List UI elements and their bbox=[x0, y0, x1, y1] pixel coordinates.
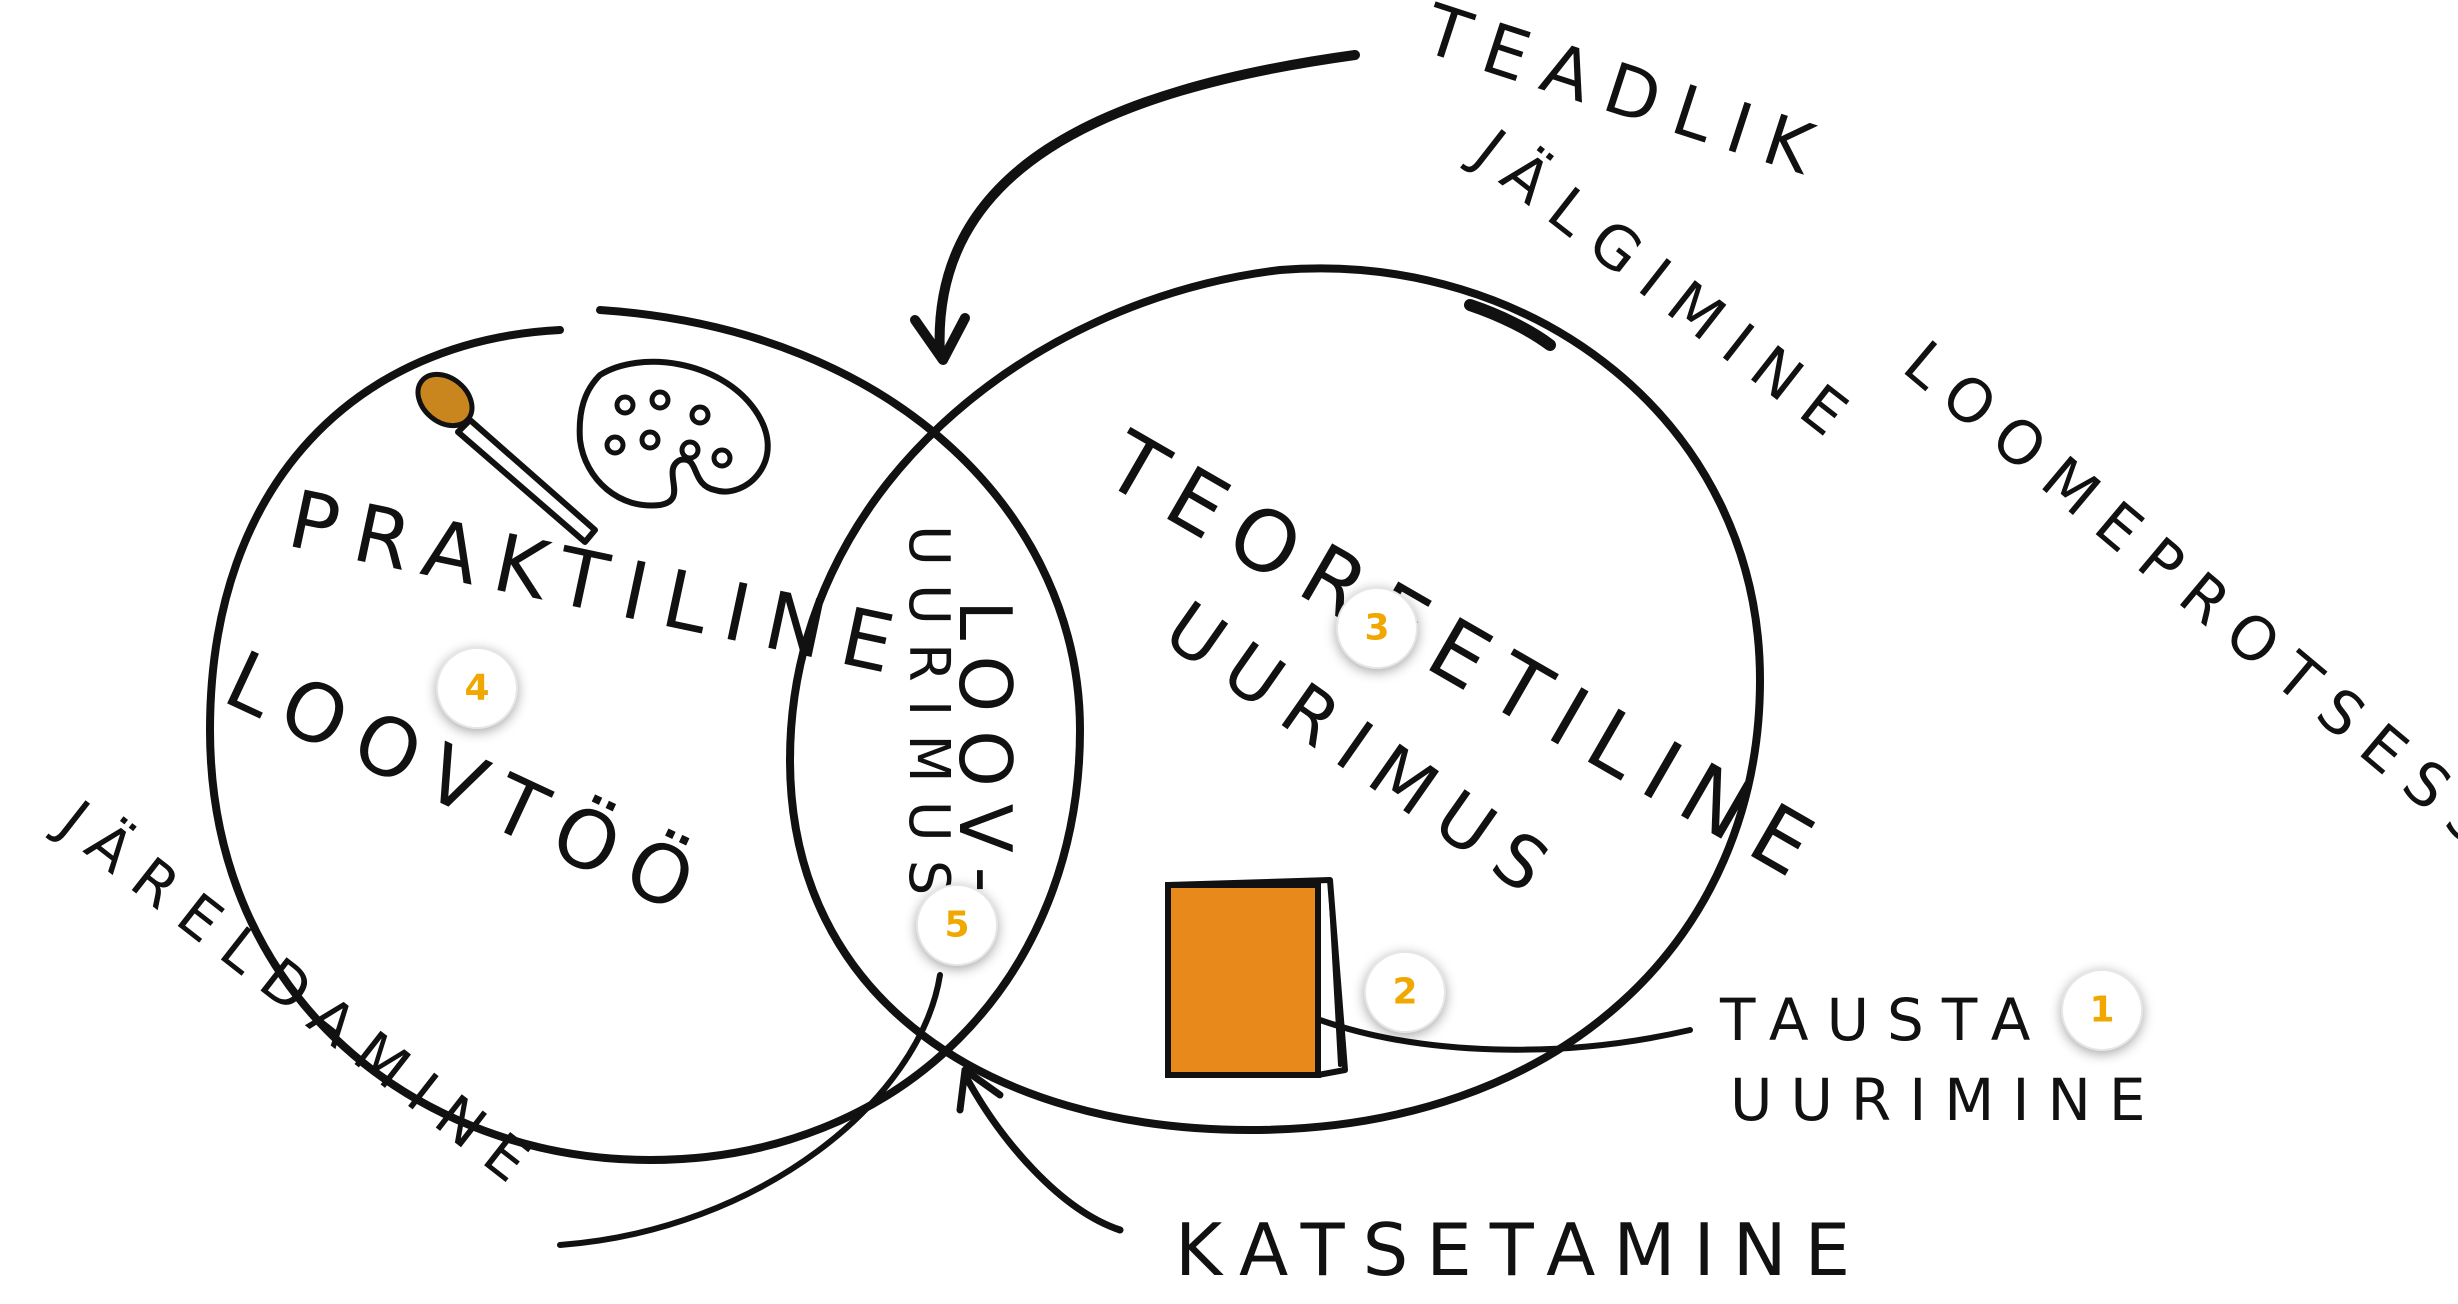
label-loomeprotsessi: LOOMEPROTSESSI bbox=[1890, 328, 2458, 895]
palette-icon bbox=[580, 362, 768, 506]
label-loov-uurimus: UURIMUS bbox=[896, 525, 961, 913]
label-jareldamine: JÄRELDAMINE bbox=[44, 786, 556, 1207]
label-praktiline: PRAKTILINE bbox=[281, 473, 919, 695]
svg-text:4: 4 bbox=[464, 668, 489, 709]
svg-text:3: 3 bbox=[1364, 608, 1389, 649]
label-taust-line2: UURIMINE bbox=[1730, 1066, 2164, 1134]
svg-text:1: 1 bbox=[2089, 990, 2114, 1031]
book-icon bbox=[1168, 880, 1345, 1075]
label-taust-line1: TAUSTA bbox=[1719, 986, 2048, 1054]
arrow-jareldamine bbox=[560, 975, 940, 1245]
svg-text:5: 5 bbox=[944, 905, 969, 946]
arrow-teadlik bbox=[915, 55, 1355, 360]
step-marker-5[interactable]: 5 bbox=[917, 885, 997, 965]
svg-text:2: 2 bbox=[1392, 972, 1417, 1013]
step-marker-4[interactable]: 4 bbox=[437, 648, 517, 728]
step-marker-2[interactable]: 2 bbox=[1365, 952, 1445, 1032]
step-marker-1[interactable]: 1 bbox=[2062, 970, 2142, 1050]
step-marker-3[interactable]: 3 bbox=[1337, 588, 1417, 668]
label-katsetamine: KATSETAMINE bbox=[1175, 1208, 1868, 1292]
